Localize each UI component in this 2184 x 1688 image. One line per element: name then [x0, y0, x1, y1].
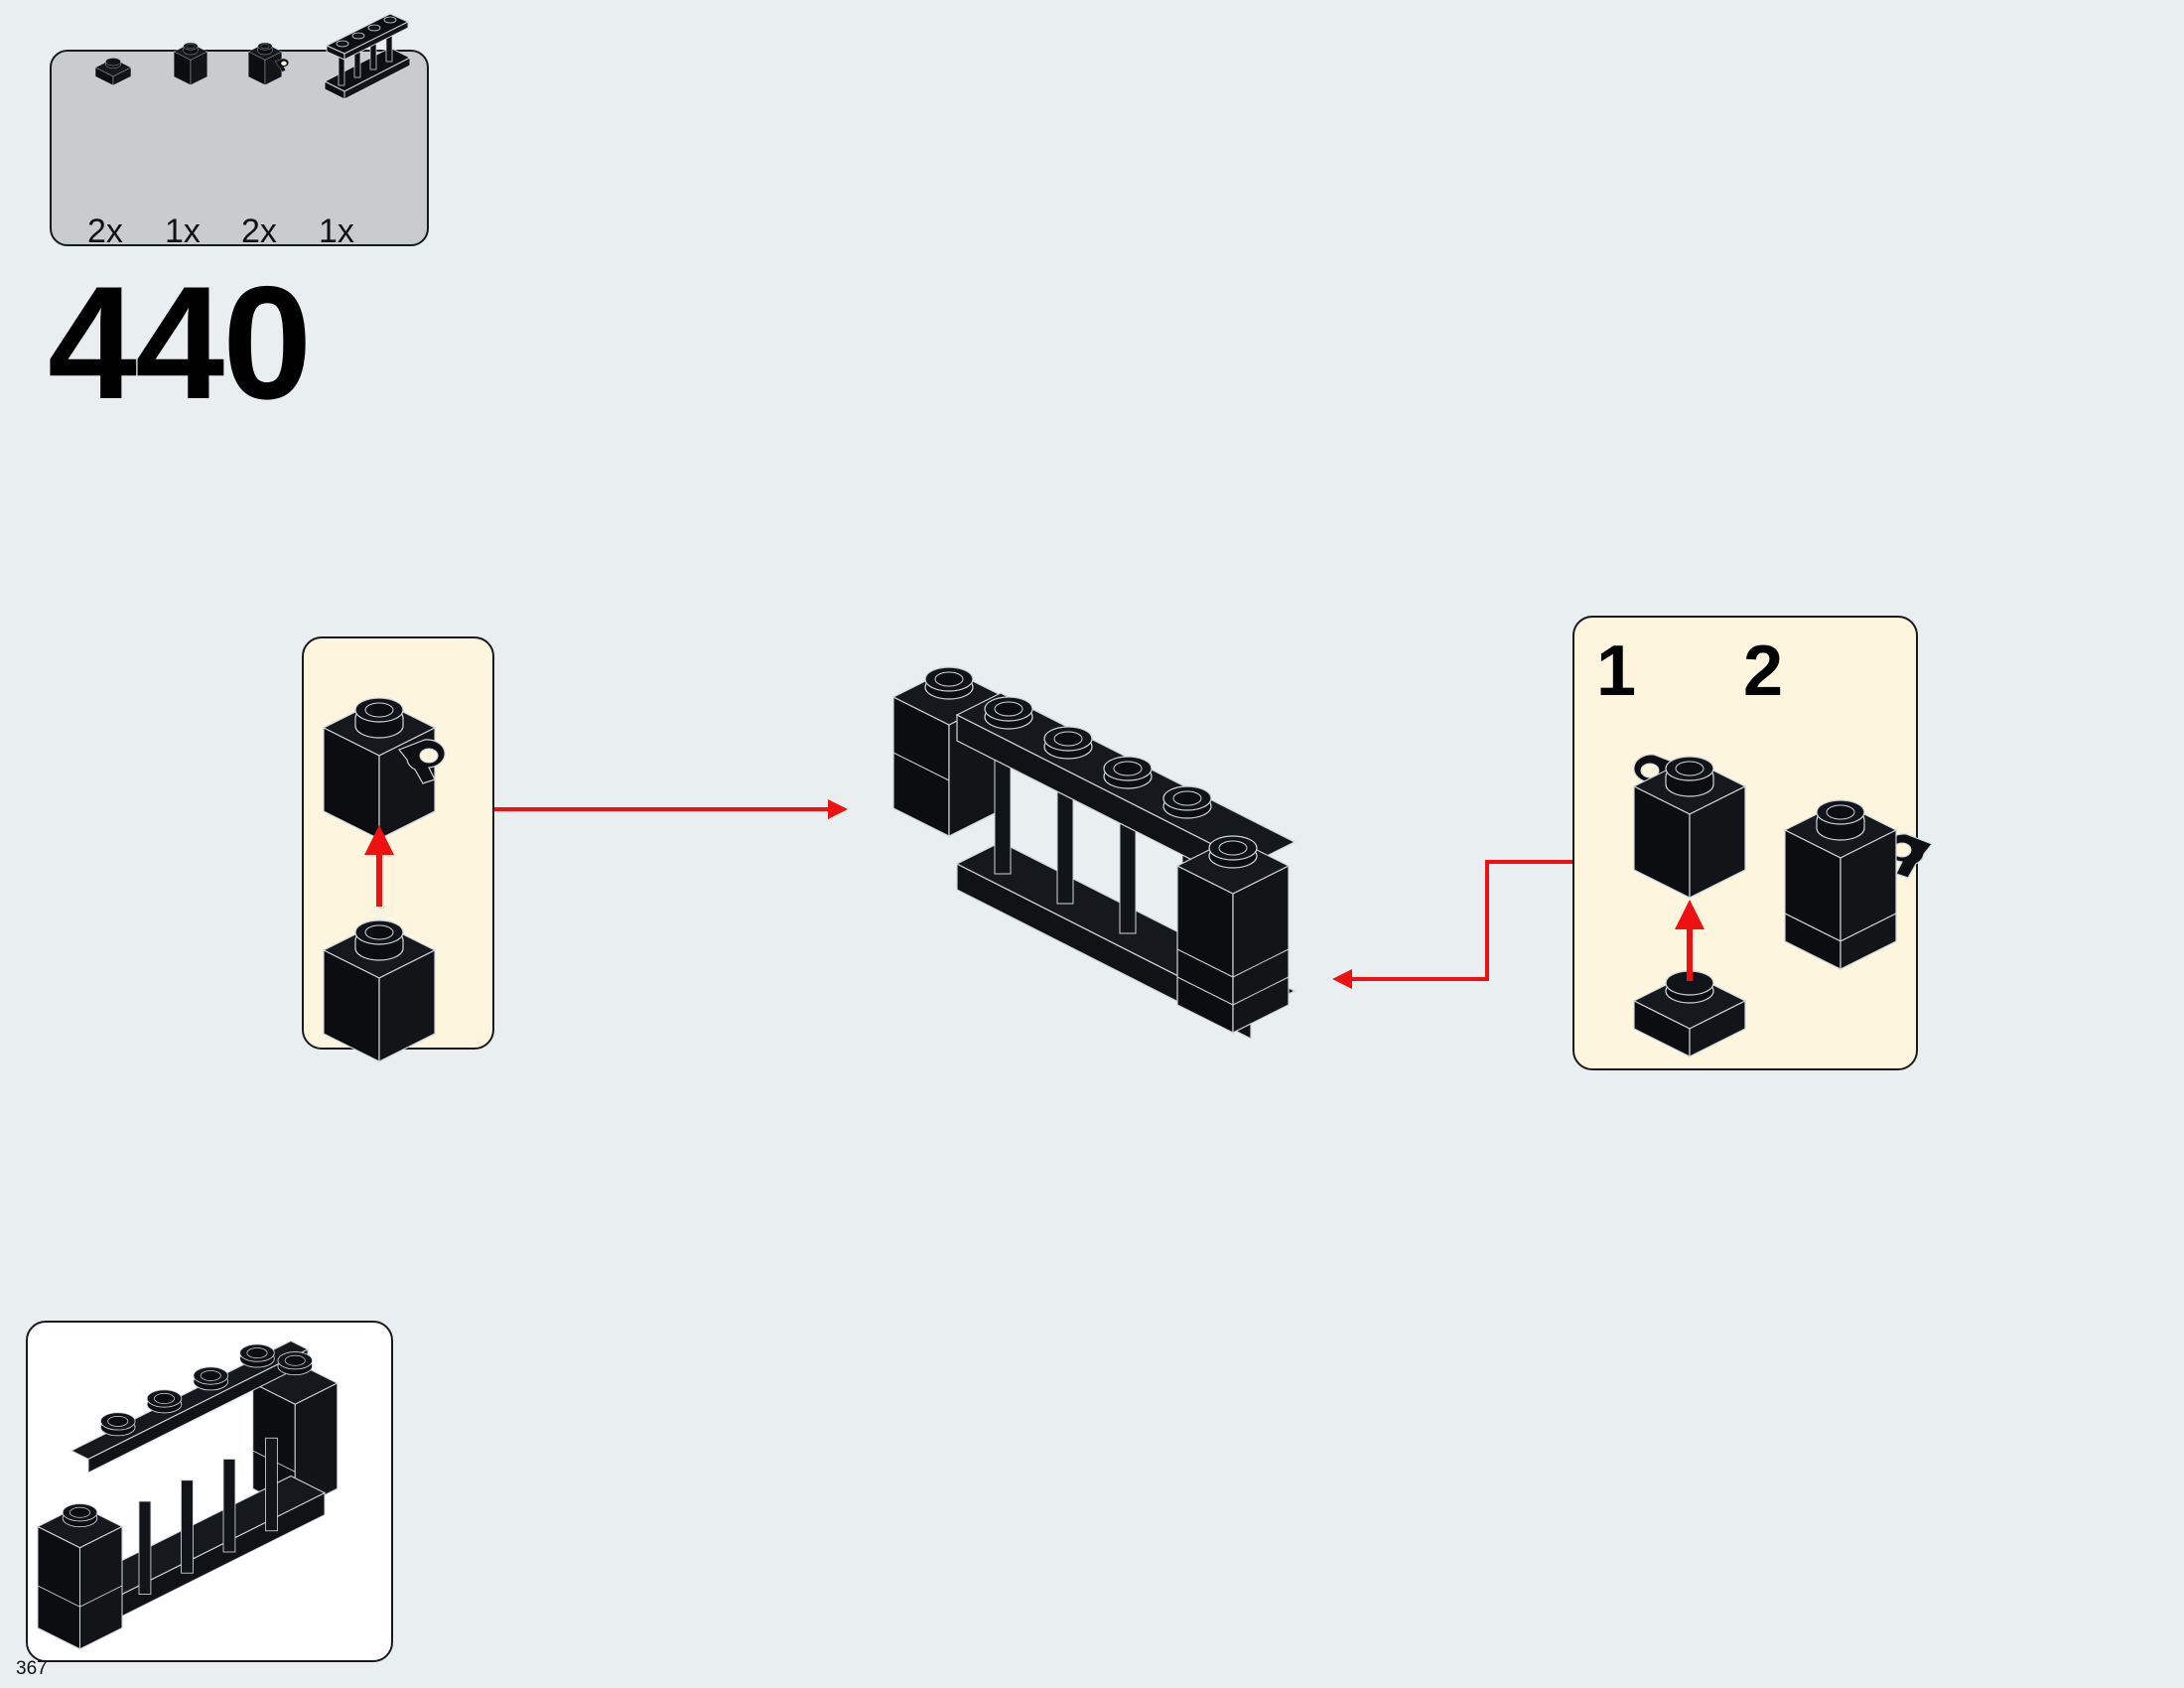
part-count: 2x — [241, 212, 277, 250]
sub-assembly-callout-right: 1 2 — [1572, 616, 1933, 1070]
arrow-right-to-model — [1332, 860, 1572, 989]
parts-list-box: 2x 1x 2x — [50, 13, 429, 250]
fence-1x4-icon — [323, 13, 412, 100]
substep-number-2: 2 — [1743, 632, 1784, 711]
main-model-illustration — [891, 666, 1297, 1040]
substeps-illustration — [1633, 754, 1933, 1057]
result-preview-illustration — [36, 1339, 339, 1650]
part-count: 1x — [165, 212, 201, 250]
sub-assembly-callout-left — [302, 636, 494, 1062]
brick-stack-illustration — [323, 697, 446, 1062]
page-number: 367 — [16, 1658, 48, 1679]
step-number: 440 — [48, 253, 312, 433]
result-preview-box — [26, 1321, 393, 1662]
part-count: 1x — [319, 212, 354, 250]
part-count: 2x — [87, 212, 123, 250]
substep-number-1: 1 — [1596, 632, 1637, 711]
